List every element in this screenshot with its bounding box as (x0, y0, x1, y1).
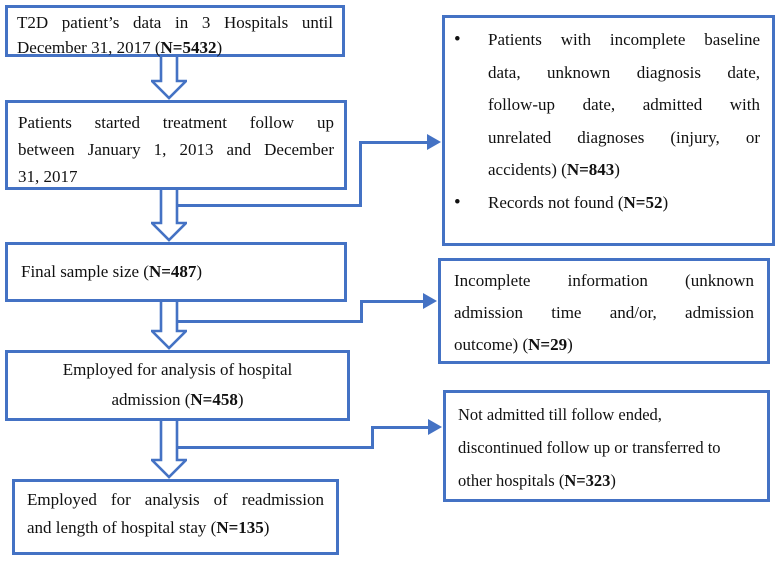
box-line: outcome) (N=29) (454, 329, 754, 361)
text-segment: ) (614, 160, 620, 179)
connector-exclusion-3-run (371, 426, 429, 429)
box-line: data, unknown diagnosis date, (488, 62, 760, 82)
bullet-item: • Records not found (N=52) (454, 187, 760, 220)
text-segment: ) (567, 335, 573, 354)
text-segment: outcome) ( (454, 335, 529, 354)
box-excluded-incomplete-info: Incomplete information (unknown admissio… (438, 258, 770, 364)
box-line: Employed for analysis of hospital (62, 360, 293, 379)
box-line: Employed for analysis of readmission (27, 490, 324, 509)
text-segment: accidents) ( (488, 160, 567, 179)
text-segment: ) (662, 192, 669, 212)
box-line: between January 1, 2013 and December (18, 140, 334, 159)
bullet-text: Patients with incomplete baseline data, … (488, 24, 760, 187)
flow-arrow-down-3 (151, 302, 187, 350)
bullet-icon: • (454, 191, 461, 213)
box-line: other hospitals (N=323) (458, 464, 755, 497)
connector-exclusion-1-riser (359, 141, 362, 207)
text-segment: ) (216, 38, 223, 57)
connector-exclusion-3-riser (371, 426, 374, 449)
box-line: Final sample size (N=487) (21, 245, 331, 299)
box-line: T2D patient’s data in 3 Hospitals until (17, 13, 333, 32)
text-segment: other hospitals ( (458, 471, 565, 490)
text-segment: admission ( (111, 390, 191, 409)
text-segment: December 31, 2017 ( (17, 38, 161, 57)
box-readmission-analysis: Employed for analysis of readmission and… (12, 479, 339, 555)
n-count-bold: N=323 (564, 471, 611, 490)
n-count-bold: N=52 (623, 192, 663, 212)
connector-exclusion-2-run (360, 300, 424, 303)
box-line: Records not found (N=52) (488, 187, 760, 220)
box-line: discontinued follow up or transferred to (458, 438, 721, 457)
n-count-bold: N=843 (566, 160, 615, 179)
connector-exclusion-3-branch (168, 446, 374, 449)
box-line: Incomplete information (unknown (454, 271, 754, 290)
flow-arrow-down-2 (151, 190, 187, 242)
n-count-bold: N=135 (216, 518, 264, 537)
box-final-sample: Final sample size (N=487) (5, 242, 347, 302)
text-segment: and length of hospital stay ( (27, 518, 217, 537)
bullet-item: • Patients with incomplete baseline data… (454, 24, 760, 187)
n-count-bold: N=29 (528, 335, 568, 354)
box-admission-analysis: Employed for analysis of hospital admiss… (5, 350, 350, 421)
box-line: 31, 2017 (18, 167, 78, 186)
box-follow-up-window: Patients started treatment follow up bet… (5, 100, 347, 190)
box-line: accidents) (N=843) (488, 154, 760, 187)
text-segment: ) (263, 518, 270, 537)
box-line: admission (N=458) (18, 385, 337, 415)
box-excluded-not-admitted: Not admitted till follow ended, disconti… (443, 390, 770, 502)
bullet-text: Records not found (N=52) (488, 187, 760, 220)
text-segment: ) (196, 262, 203, 281)
box-line: Patients started treatment follow up (18, 113, 334, 132)
n-count-bold: N=458 (190, 390, 238, 409)
box-line: follow-up date, admitted with (488, 95, 760, 114)
box-line: unrelated diagnoses (injury, or (488, 127, 760, 147)
connector-exclusion-1-run (359, 141, 428, 144)
connector-exclusion-1-branch (168, 204, 362, 207)
box-line: and length of hospital stay (N=135) (27, 514, 324, 542)
connector-exclusion-2-riser (360, 300, 363, 323)
text-segment: Final sample size ( (21, 262, 149, 281)
n-count-bold: N=5432 (160, 38, 217, 57)
box-source-data: T2D patient’s data in 3 Hospitals until … (5, 5, 345, 57)
arrowhead-right-icon (423, 293, 437, 309)
box-line: December 31, 2017 (N=5432) (17, 35, 333, 60)
arrowhead-right-icon (427, 134, 441, 150)
text-segment: ) (610, 471, 616, 490)
flow-arrow-down-4 (151, 421, 187, 479)
flow-arrow-down-1 (151, 57, 187, 100)
box-line: Patients with incomplete baseline (488, 30, 760, 49)
text-segment: Records not found ( (488, 192, 624, 212)
arrowhead-right-icon (428, 419, 442, 435)
box-excluded-baseline: • Patients with incomplete baseline data… (442, 15, 775, 246)
text-segment: ) (237, 390, 244, 409)
box-line: Not admitted till follow ended, (458, 405, 662, 424)
bullet-icon: • (454, 29, 461, 50)
connector-exclusion-2-branch (168, 320, 363, 323)
n-count-bold: N=487 (148, 262, 197, 281)
box-line: admission time and/or, admission (454, 303, 754, 322)
